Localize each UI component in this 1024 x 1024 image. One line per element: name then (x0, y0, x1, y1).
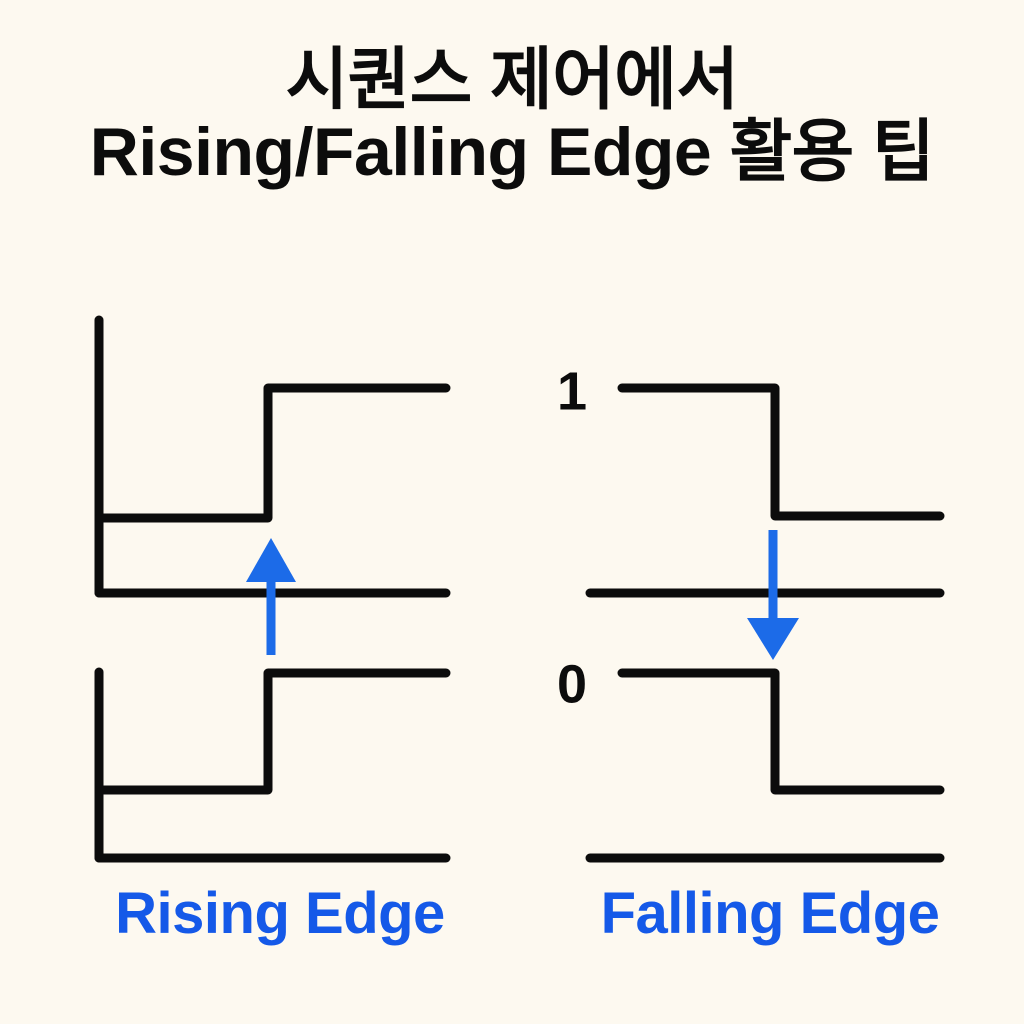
panel-falling-edge: 1 0 (557, 361, 945, 863)
panel-rising-edge (94, 315, 451, 863)
falling-upper-signal (617, 383, 945, 521)
rising-lower-signal (94, 668, 451, 795)
caption-row: Rising Edge Falling Edge (0, 880, 1024, 970)
waveform-svg: 1 0 (94, 315, 945, 863)
arrow-down-icon (747, 530, 799, 660)
title-line-2: Rising/Falling Edge 활용 팁 (89, 114, 935, 191)
falling-lower-signal (617, 668, 945, 795)
arrow-down-head (747, 618, 799, 660)
level-label-high: 1 (557, 361, 587, 421)
caption-rising-edge: Rising Edge (115, 881, 445, 946)
page-title: 시퀀스 제어에서 Rising/Falling Edge 활용 팁 (0, 44, 1024, 188)
level-label-low: 0 (557, 654, 587, 714)
arrow-up-head (246, 538, 296, 582)
rising-upper-signal (94, 383, 451, 523)
waveform-diagram: 1 0 (0, 290, 1024, 890)
caption-falling-edge: Falling Edge (600, 881, 940, 946)
arrow-up-icon (246, 538, 296, 655)
title-line-1: 시퀀스 제어에서 (285, 42, 739, 118)
